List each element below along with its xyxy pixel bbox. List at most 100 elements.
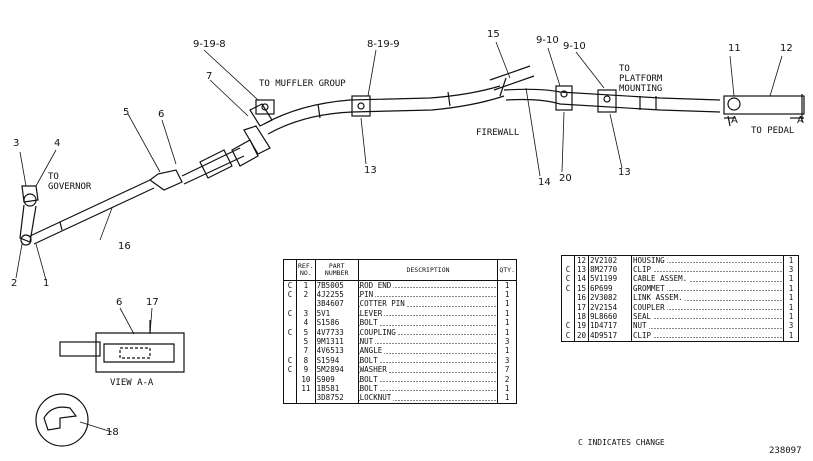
description: COTTER PIN — [357, 299, 499, 310]
description: COUPLER — [631, 302, 784, 313]
ref-number: 3 — [296, 309, 316, 319]
ref-number: 16 — [574, 293, 589, 303]
change-mark: C — [283, 365, 297, 375]
description: CLIP — [631, 265, 784, 275]
callout-16: 16 — [118, 241, 131, 252]
ref-number: 14 — [574, 274, 589, 285]
change-mark: C — [561, 331, 575, 342]
part-number: 1D4717 — [588, 321, 632, 332]
callout-13-left: 13 — [364, 165, 377, 176]
illustration-number: 238097 — [769, 446, 802, 456]
quantity: 1 — [783, 302, 799, 313]
change-mark — [283, 346, 297, 357]
description: LOCKNUT — [357, 393, 499, 404]
description: NUT — [357, 337, 499, 347]
description: LEVER — [357, 309, 499, 319]
callout-6-view: 6 — [116, 297, 123, 308]
part-number: 2V2102 — [588, 255, 632, 266]
description: BOLT — [357, 318, 499, 328]
ref-number: 8 — [296, 356, 316, 366]
description: HOUSING — [631, 255, 784, 266]
ref-number: 11 — [296, 384, 316, 394]
callout-9-10-right: 9-10 — [563, 41, 586, 52]
housing-12 — [723, 94, 805, 127]
part-number: 4J2255 — [314, 290, 359, 300]
change-mark — [283, 393, 297, 404]
callout-6-upper: 6 — [158, 109, 165, 120]
ref-number: 17 — [574, 302, 589, 313]
seal-18 — [35, 393, 89, 447]
change-mark — [561, 293, 575, 303]
change-mark — [283, 384, 297, 394]
change-mark: C — [561, 265, 575, 275]
quantity: 1 — [783, 331, 799, 342]
ref-number: 15 — [574, 284, 589, 294]
change-mark: C — [283, 280, 297, 291]
label-view-a-a: VIEW A-A — [110, 378, 154, 388]
label-to-governor: TO GOVERNOR — [48, 172, 92, 192]
part-number: 1B581 — [314, 384, 359, 394]
callout-12: 12 — [780, 43, 793, 54]
clip-20 — [555, 85, 573, 111]
callout-15: 15 — [487, 29, 500, 40]
part-number: S1594 — [314, 356, 359, 366]
change-mark — [283, 374, 297, 385]
leader-lines — [15, 41, 783, 433]
description: SEAL — [631, 312, 784, 322]
part-number: 2V2154 — [588, 302, 632, 313]
description: COUPLING — [357, 327, 499, 338]
quantity: 1 — [497, 327, 517, 338]
callout-18: 18 — [106, 427, 119, 438]
description: LINK ASSEM. — [631, 293, 784, 303]
quantity: 1 — [783, 312, 799, 322]
part-number: 4V6513 — [314, 346, 359, 357]
change-mark — [561, 302, 575, 313]
col-part-number: PART NUMBER — [314, 259, 359, 281]
quantity: 3 — [497, 337, 517, 347]
quantity: 1 — [497, 346, 517, 357]
callout-8-19-9: 8-19-9 — [367, 39, 400, 50]
ref-number — [296, 299, 316, 310]
part-number: S909 — [314, 374, 359, 385]
callout-2: 2 — [11, 278, 18, 289]
description: BOLT — [357, 356, 499, 366]
quantity: 1 — [783, 274, 799, 285]
part-number: 2V3082 — [588, 293, 632, 303]
part-number: 8M2770 — [588, 265, 632, 275]
callout-3: 3 — [13, 138, 20, 149]
change-mark — [561, 312, 575, 322]
part-number: 4D9517 — [588, 331, 632, 342]
quantity: 1 — [497, 318, 517, 328]
quantity: 3 — [783, 265, 799, 275]
part-number: 9M1311 — [314, 337, 359, 347]
description: NUT — [631, 321, 784, 332]
callout-14: 14 — [538, 177, 551, 188]
ref-number — [296, 393, 316, 404]
quantity: 3 — [783, 321, 799, 332]
description: ANGLE — [357, 346, 499, 357]
callout-13-right: 13 — [618, 167, 631, 178]
quantity: 1 — [497, 290, 517, 300]
change-mark: C — [283, 290, 297, 300]
callout-9-10-left: 9-10 — [536, 35, 559, 46]
change-mark: C — [561, 321, 575, 332]
cable-end-fitting — [199, 103, 273, 179]
link-rod — [29, 147, 245, 245]
description: CABLE ASSEM. — [631, 274, 784, 285]
part-number: 5V1 — [314, 309, 359, 319]
callout-11: 11 — [728, 43, 741, 54]
